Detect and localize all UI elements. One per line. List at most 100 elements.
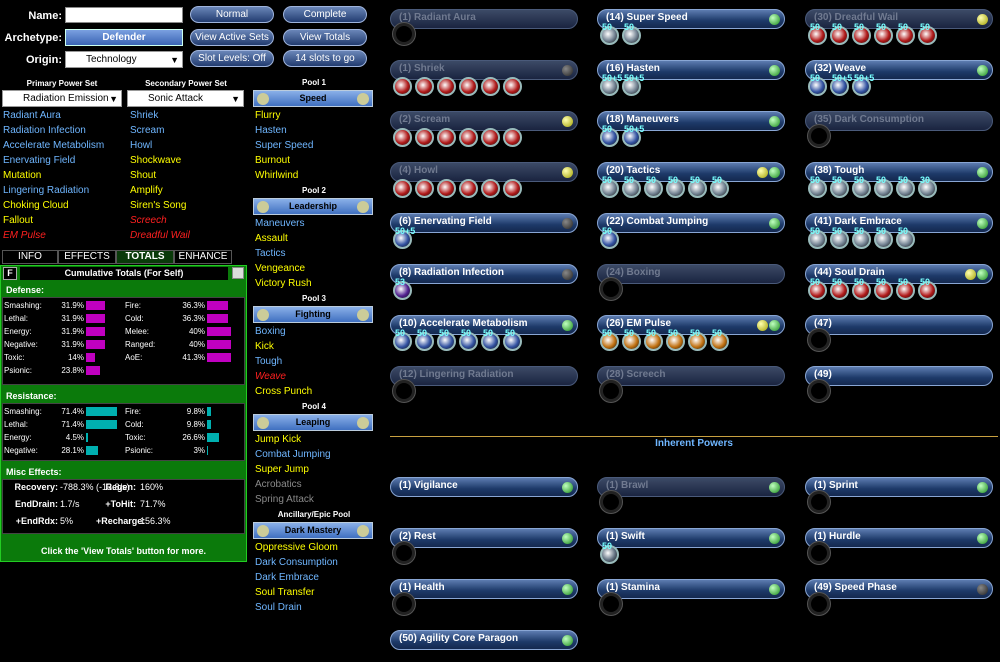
- enhancement-icon[interactable]: [437, 179, 456, 198]
- slot-status-icon[interactable]: [562, 65, 573, 76]
- empty-enhancement-slot[interactable]: [808, 593, 830, 615]
- enhancement-icon[interactable]: 50: [808, 73, 827, 96]
- power-slot[interactable]: (49) Speed Phase: [805, 579, 993, 599]
- power-slot[interactable]: (35) Dark Consumption: [805, 111, 993, 131]
- enhancement-icon[interactable]: [503, 77, 522, 96]
- enhancement-icon[interactable]: 50+5: [622, 73, 644, 96]
- enhancement-icon[interactable]: 50+5: [622, 124, 644, 147]
- pool-power-item[interactable]: Whirlwind: [255, 170, 299, 181]
- enhancement-icon[interactable]: [481, 179, 500, 198]
- power-slot[interactable]: (47): [805, 315, 993, 335]
- pool-power-item[interactable]: Burnout: [255, 155, 291, 166]
- power-item[interactable]: Fallout: [3, 215, 34, 226]
- enhancement-icon[interactable]: 50: [808, 175, 827, 198]
- slot-status-icon[interactable]: [769, 482, 780, 493]
- enhancement-icon[interactable]: 50: [666, 175, 685, 198]
- enhancement-icon[interactable]: 50: [622, 328, 641, 351]
- slot-status-icon[interactable]: [769, 14, 780, 25]
- pool-power-item[interactable]: Acrobatics: [255, 479, 302, 490]
- enhancement-icon[interactable]: 50: [644, 328, 663, 351]
- enhancement-icon[interactable]: 50+5: [852, 73, 874, 96]
- view-totals-button[interactable]: View Totals: [283, 29, 367, 46]
- power-slot[interactable]: (1) Vigilance: [390, 477, 578, 497]
- view-active-sets-button[interactable]: View Active Sets: [190, 29, 274, 46]
- power-item[interactable]: Howl: [130, 140, 153, 151]
- pool-power-item[interactable]: Boxing: [255, 326, 286, 337]
- slot-status-icon[interactable]: [965, 269, 976, 280]
- enhancement-icon[interactable]: 50: [459, 328, 478, 351]
- power-slot[interactable]: (2) Rest: [390, 528, 578, 548]
- enhancement-icon[interactable]: 50: [896, 22, 915, 45]
- slot-status-icon[interactable]: [769, 320, 780, 331]
- slot-status-icon[interactable]: [562, 533, 573, 544]
- enhancement-icon[interactable]: 50: [918, 22, 937, 45]
- slot-status-icon[interactable]: [977, 14, 988, 25]
- slot-status-icon[interactable]: [562, 269, 573, 280]
- pool-select[interactable]: Leaping: [253, 414, 373, 431]
- enhancement-icon[interactable]: 30: [918, 175, 937, 198]
- primary-set-select[interactable]: Radiation Emission▼: [2, 90, 122, 107]
- power-item[interactable]: Shockwave: [130, 155, 182, 166]
- enhancement-icon[interactable]: 50: [622, 175, 641, 198]
- enhancement-icon[interactable]: 50: [688, 328, 707, 351]
- empty-enhancement-slot[interactable]: [393, 593, 415, 615]
- popout-icon[interactable]: [232, 267, 244, 279]
- enhancement-icon[interactable]: 50: [874, 277, 893, 300]
- power-slot[interactable]: (1) Brawl: [597, 477, 785, 497]
- pool-power-item[interactable]: Tactics: [255, 248, 286, 259]
- enhancement-icon[interactable]: 50: [415, 328, 434, 351]
- empty-enhancement-slot[interactable]: [808, 329, 830, 351]
- power-slot[interactable]: (18) Maneuvers: [597, 111, 785, 131]
- empty-enhancement-slot[interactable]: [808, 380, 830, 402]
- enhancement-icon[interactable]: 53: [393, 277, 412, 300]
- enhancement-icon[interactable]: [459, 77, 478, 96]
- power-slot[interactable]: (14) Super Speed: [597, 9, 785, 29]
- power-slot[interactable]: (1) Swift: [597, 528, 785, 548]
- pool-power-item[interactable]: Super Jump: [255, 464, 309, 475]
- enhancement-icon[interactable]: 50+5: [393, 226, 415, 249]
- slot-status-icon[interactable]: [562, 218, 573, 229]
- enhancement-icon[interactable]: [481, 128, 500, 147]
- enhancement-icon[interactable]: [415, 77, 434, 96]
- enhancement-icon[interactable]: 50: [808, 277, 827, 300]
- enhancement-icon[interactable]: 50+5: [830, 73, 852, 96]
- enhancement-icon[interactable]: 50: [600, 124, 619, 147]
- enhancement-icon[interactable]: 50: [830, 175, 849, 198]
- power-slot[interactable]: (49): [805, 366, 993, 386]
- pool-select[interactable]: Leadership: [253, 198, 373, 215]
- enhancement-icon[interactable]: [503, 128, 522, 147]
- power-slot[interactable]: (12) Lingering Radiation: [390, 366, 578, 386]
- enhancement-icon[interactable]: 50: [600, 175, 619, 198]
- enhancement-icon[interactable]: 50: [852, 226, 871, 249]
- empty-enhancement-slot[interactable]: [808, 491, 830, 513]
- empty-enhancement-slot[interactable]: [393, 542, 415, 564]
- tab-effects[interactable]: EFFECTS: [58, 250, 116, 264]
- power-slot[interactable]: (32) Weave: [805, 60, 993, 80]
- secondary-set-select[interactable]: Sonic Attack▼: [127, 90, 244, 107]
- enhancement-icon[interactable]: 50: [600, 328, 619, 351]
- enhancement-icon[interactable]: 50: [808, 22, 827, 45]
- enhancement-icon[interactable]: [459, 179, 478, 198]
- pool-power-item[interactable]: Weave: [255, 371, 286, 382]
- pool-power-item[interactable]: Spring Attack: [255, 494, 314, 505]
- enhancement-icon[interactable]: 50: [874, 22, 893, 45]
- enhancement-icon[interactable]: 50: [600, 541, 619, 564]
- power-item[interactable]: Siren's Song: [130, 200, 187, 211]
- empty-enhancement-slot[interactable]: [393, 23, 415, 45]
- enhancement-icon[interactable]: 50: [830, 22, 849, 45]
- slot-status-icon[interactable]: [769, 65, 780, 76]
- enhancement-icon[interactable]: 50: [622, 22, 641, 45]
- slot-status-icon[interactable]: [562, 635, 573, 646]
- empty-enhancement-slot[interactable]: [600, 278, 622, 300]
- power-slot[interactable]: (1) Stamina: [597, 579, 785, 599]
- enhancement-icon[interactable]: 50: [808, 226, 827, 249]
- power-slot[interactable]: (6) Enervating Field: [390, 213, 578, 233]
- tab-enhance[interactable]: ENHANCE: [174, 250, 232, 264]
- power-item[interactable]: Screech: [130, 215, 167, 226]
- slot-status-icon[interactable]: [977, 167, 988, 178]
- enhancement-icon[interactable]: [393, 179, 412, 198]
- power-slot[interactable]: (1) Shriek: [390, 60, 578, 80]
- slot-status-icon[interactable]: [769, 116, 780, 127]
- enhancement-icon[interactable]: 50: [852, 22, 871, 45]
- power-slot[interactable]: (1) Sprint: [805, 477, 993, 497]
